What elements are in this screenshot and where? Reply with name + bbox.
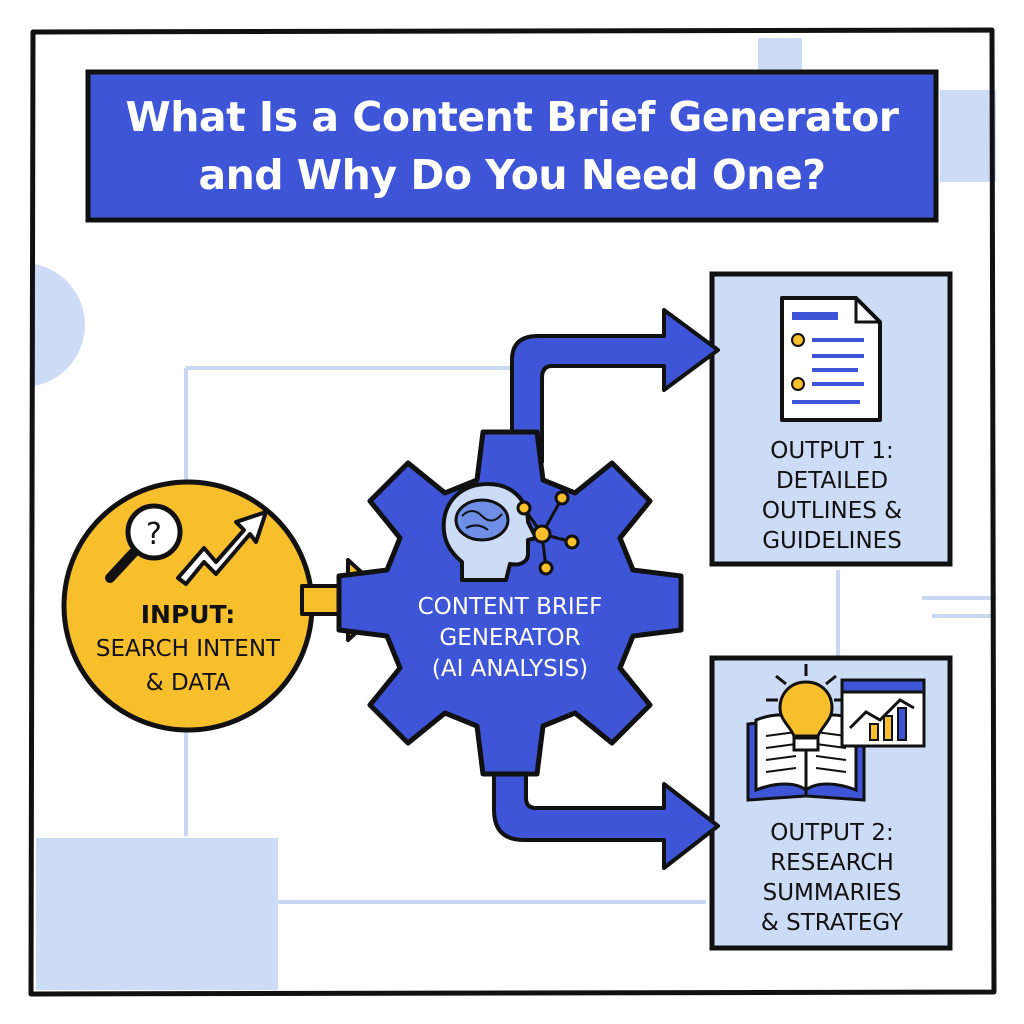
analytics-chart-icon [840, 678, 926, 748]
title-line-2: and Why Do You Need One? [198, 151, 826, 199]
connector-lines [184, 366, 706, 904]
network-icon [516, 490, 580, 576]
output1-label-line-1: OUTPUT 1: [770, 438, 894, 464]
brain-head-icon [441, 482, 538, 582]
generator-label: CONTENT BRIEF GENERATOR (AI ANALYSIS) [380, 592, 640, 685]
page-title: What Is a Content Brief Generator and Wh… [88, 72, 936, 220]
output1-label-line-2: DETAILED [775, 468, 889, 494]
output2-label-line-2: RESEARCH [770, 850, 894, 876]
deco-lines-right [836, 570, 996, 656]
generator-label-line-2: GENERATOR [439, 625, 581, 651]
deco-square-right [940, 90, 996, 182]
input-label-line-2: SEARCH INTENT [95, 636, 281, 662]
input-label: INPUT: SEARCH INTENT & DATA [70, 598, 306, 700]
arrow-to-output1 [510, 308, 720, 464]
input-label-line-3: & DATA [145, 670, 231, 696]
title-line-1: What Is a Content Brief Generator [125, 93, 899, 141]
svg-text:?: ? [146, 517, 162, 552]
background-decorations [34, 38, 996, 990]
trend-up-icon [176, 510, 268, 586]
gear-shape [336, 429, 684, 777]
deco-half-circle [34, 264, 85, 386]
magnifier-icon: ? [105, 503, 183, 583]
generator-label-line-1: CONTENT BRIEF [417, 594, 603, 620]
output2-label-line-3: SUMMARIES [762, 880, 902, 906]
lightbulb-icon [766, 664, 846, 752]
arrow-to-output2 [492, 728, 720, 870]
outer-frame [28, 27, 997, 997]
output2-label: OUTPUT 2: RESEARCH SUMMARIES & STRATEGY [716, 818, 948, 938]
output1-label: OUTPUT 1: DETAILED OUTLINES & GUIDELINES [716, 436, 948, 556]
output2-label-line-1: OUTPUT 2: [770, 820, 894, 846]
output2-label-line-4: & STRATEGY [760, 910, 904, 936]
generator-label-line-3: (AI ANALYSIS) [431, 656, 589, 682]
document-icon [780, 296, 882, 422]
output1-label-line-3: OUTLINES & [761, 498, 903, 524]
input-label-line-1: INPUT: [140, 600, 236, 629]
title-banner-shape [85, 69, 939, 223]
output1-label-line-4: GUIDELINES [762, 528, 902, 554]
deco-block-bottom-left [36, 838, 278, 990]
